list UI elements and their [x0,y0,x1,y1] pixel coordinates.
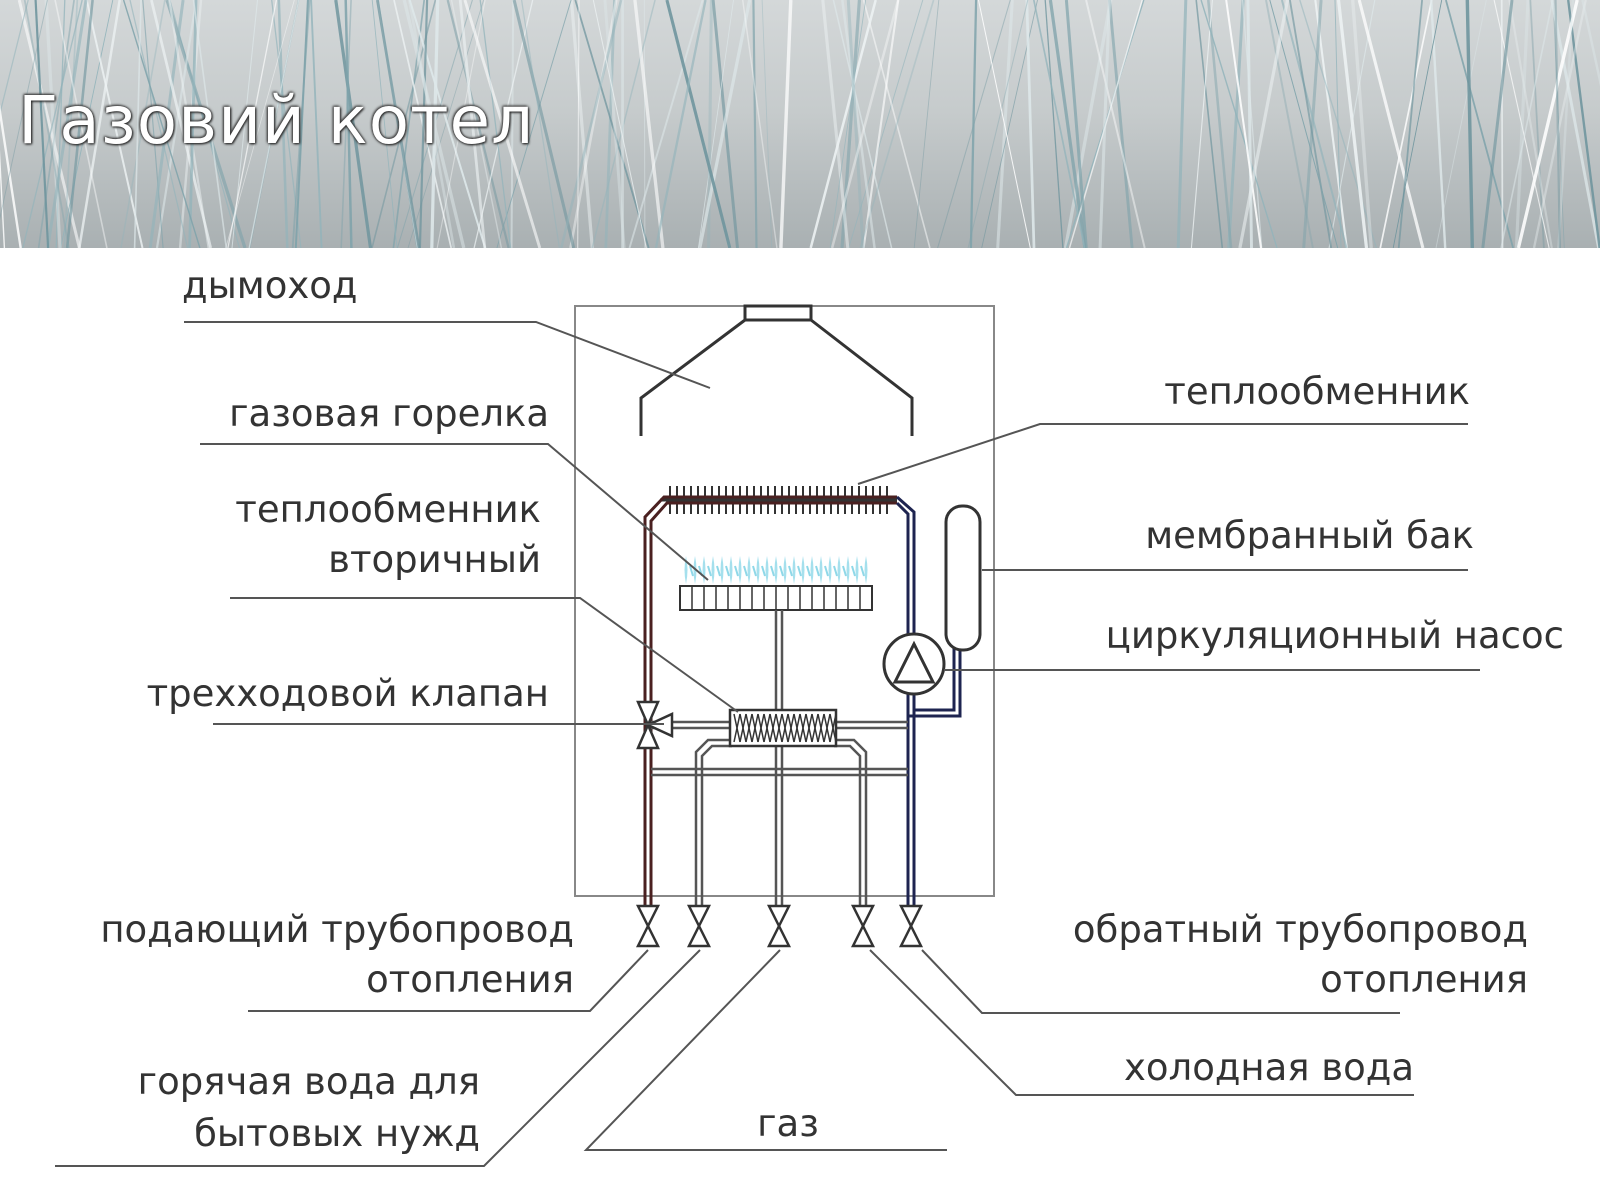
label-secondary-hx-line1: теплообменник [235,488,541,531]
leader-return [921,949,1400,1014]
label-chimney: дымоход [182,264,357,307]
label-supply-line2: отопления [366,958,574,1001]
leader-burner [200,443,709,581]
circulation-pump [882,632,946,696]
label-gas: газ [757,1102,819,1145]
primary-heat-exchanger [660,486,897,514]
label-three-way-valve: трехходовой клапан [147,672,549,715]
gas-pipe [774,610,784,906]
slide-title: Газовий котел [18,82,535,159]
leader-hot-water [55,949,701,1167]
leader-heat-exchanger [857,423,1468,485]
bottom-valves [635,904,924,948]
leader-supply [248,949,649,1012]
label-secondary-hx-line2: вторичный [328,538,541,581]
label-supply-line1: подающий трубопровод [100,908,574,951]
leader-gas [583,949,947,1151]
header-background-pattern [0,0,1600,248]
leader-cold-water [869,949,1414,1096]
label-return-line2: отопления [1320,958,1528,1001]
leader-secondary-hx [230,597,739,713]
secondary-heat-exchanger [728,708,838,748]
slide-header: Газовий котел [0,0,1600,248]
domestic-water-pipes [694,738,868,906]
boiler-diagram: дымоход газовая горелка теплообменник вт… [55,264,1564,1167]
label-heat-exchanger: теплообменник [1164,370,1470,413]
label-hot-water-line1: горячая вода для [138,1060,480,1103]
label-cold-water: холодная вода [1124,1046,1414,1089]
label-membrane-tank: мембранный бак [1145,514,1474,557]
membrane-tank [944,504,982,652]
gas-burner [679,556,873,611]
label-hot-water-line2: бытовых нужд [194,1112,480,1155]
label-burner: газовая горелка [229,392,549,435]
label-return-line1: обратный трубопровод [1073,908,1528,951]
leader-lines [55,321,1480,1167]
leader-chimney [184,321,711,389]
chimney-hood [639,304,914,436]
label-circulation-pump: циркуляционный насос [1106,614,1564,657]
